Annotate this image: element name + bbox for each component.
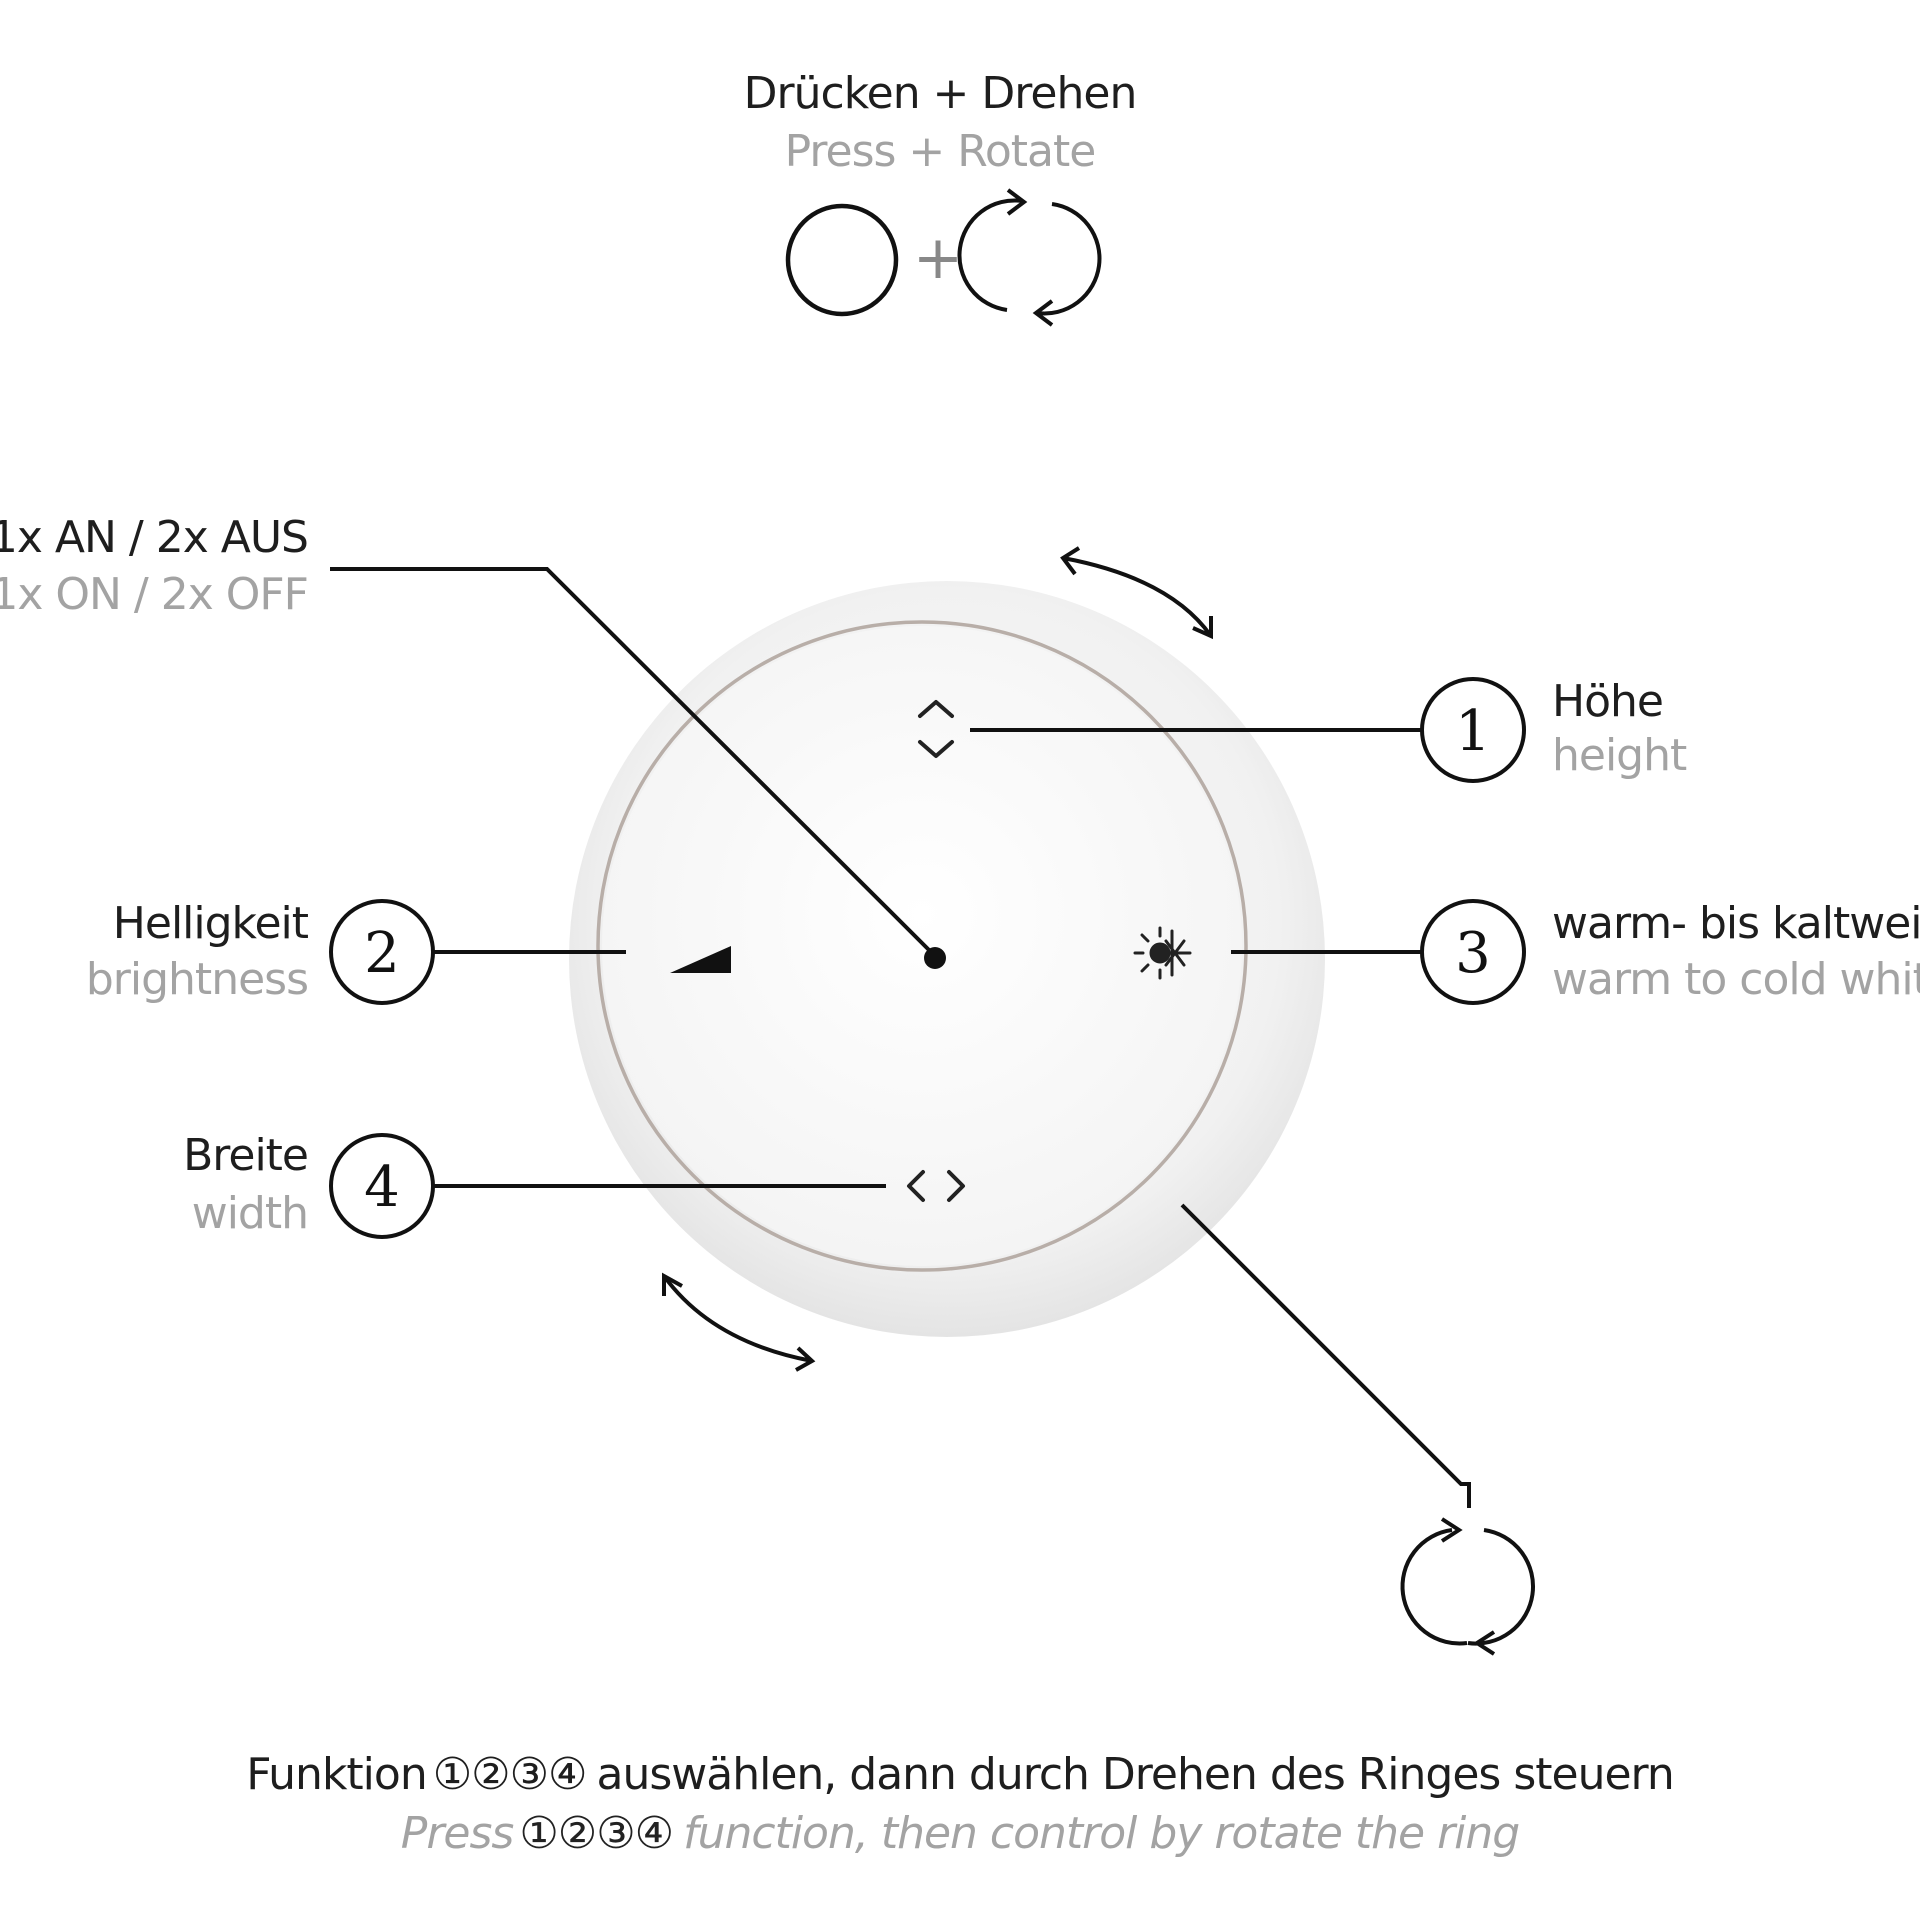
footer-en-nums: ①②③④ (519, 1808, 673, 1859)
function-3-label-de: warm- bis kaltweiß (1552, 898, 1920, 949)
function-2-label-de: Helligkeit (113, 898, 309, 949)
function-1-label-de: Höhe (1552, 676, 1663, 727)
power-label-de: 1x AN / 2x AUS (0, 512, 308, 563)
footer-en-prefix: Press (401, 1808, 514, 1859)
function-2-label-en: brightness (86, 954, 308, 1005)
function-2-number: 2 (364, 921, 400, 986)
controller-device[interactable] (569, 581, 1325, 1337)
rotate-arrow-top-icon (1060, 546, 1213, 640)
brightness-wedge-icon (670, 946, 731, 973)
function-1-number: 1 (1455, 699, 1491, 764)
rotate-icon (957, 188, 1102, 327)
header-title-de: Drücken + Drehen (744, 68, 1137, 119)
header-title-en: Press + Rotate (785, 126, 1096, 177)
function-4-number: 4 (364, 1155, 400, 1220)
function-3-label-en: warm to cold white (1552, 954, 1920, 1005)
function-4-label-en: width (192, 1188, 308, 1239)
function-1-label-en: height (1552, 730, 1687, 781)
center-button-dot[interactable] (924, 947, 946, 969)
function-4-label-de: Breite (183, 1130, 308, 1181)
power-label-en: 1x ON / 2x OFF (0, 569, 308, 620)
footer-de-suffix: auswählen, dann durch Drehen des Ringes … (597, 1749, 1674, 1800)
leader-line-power (330, 567, 932, 953)
function-2-badge (329, 899, 435, 1005)
footer-de-prefix: Funktion (246, 1749, 426, 1800)
rotate-arrow-bottom-icon (662, 1272, 816, 1372)
plus-symbol: + (913, 223, 963, 293)
left-right-chevrons-icon (907, 1170, 965, 1202)
ring-edge (596, 620, 1248, 1272)
footer-de-nums: ①②③④ (433, 1749, 587, 1800)
press-icon (785, 203, 899, 317)
leader-line-ring (1180, 1203, 1471, 1508)
function-3-badge (1420, 899, 1526, 1005)
function-1-badge (1420, 677, 1526, 783)
footer-en-suffix: function, then control by rotate the rin… (683, 1808, 1519, 1859)
ring-rotate-icon (1400, 1517, 1536, 1656)
function-3-number: 3 (1455, 921, 1491, 986)
function-4-badge (329, 1133, 435, 1239)
sun-snowflake-icon (1133, 926, 1192, 980)
up-down-chevrons-icon (918, 700, 954, 758)
